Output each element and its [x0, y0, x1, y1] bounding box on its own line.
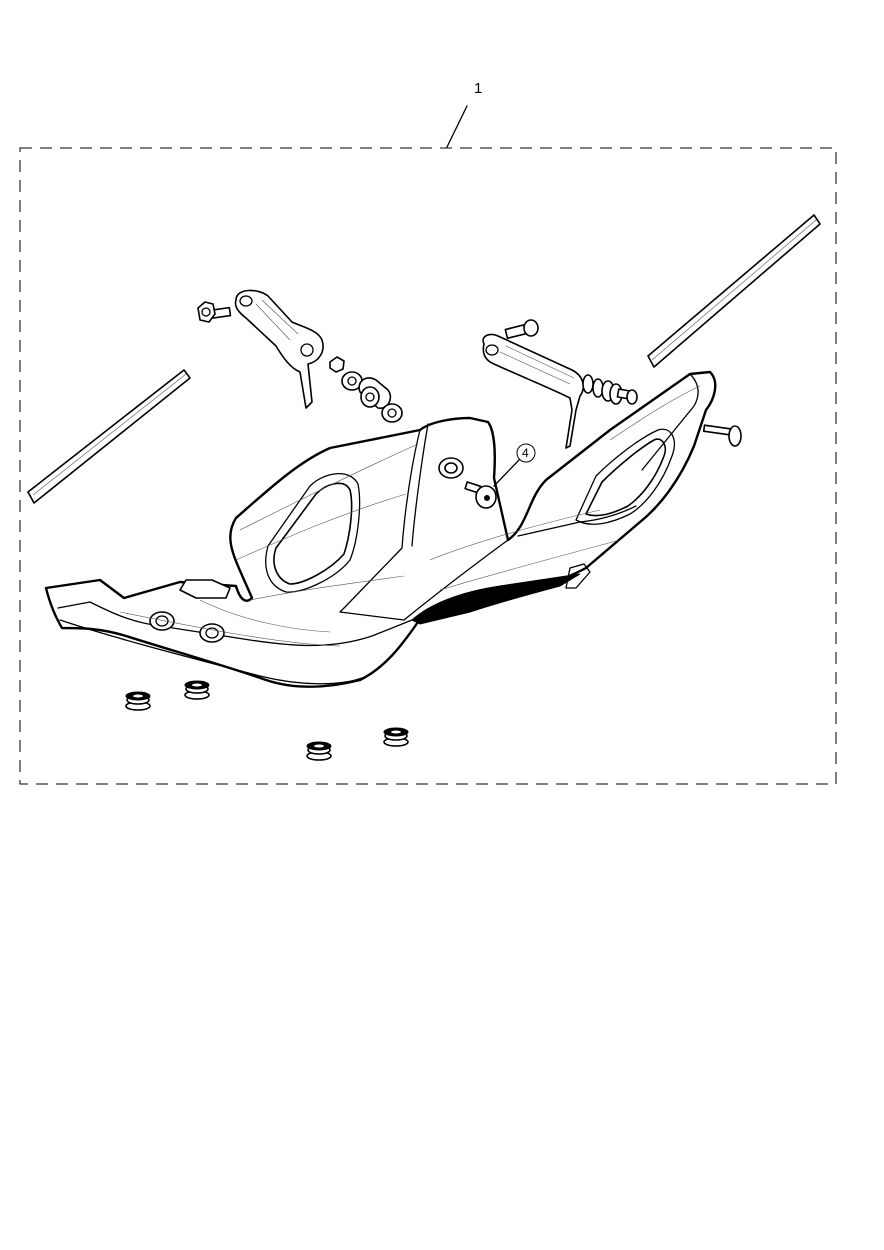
part-callout-label: 4: [522, 446, 529, 460]
kit-boundary: [19, 147, 837, 785]
part-callout-leader: [493, 459, 520, 487]
kit-callout-label: 1: [474, 80, 482, 97]
grommet-3[interactable]: [306, 741, 332, 761]
part-callout-circle: [516, 443, 536, 463]
kit-callout-leader: [446, 105, 468, 148]
kit-callout[interactable]: 1: [446, 80, 482, 148]
left-bracket[interactable]: [234, 289, 324, 409]
part-callout[interactable]: 4: [493, 443, 536, 487]
right-grommet-stack[interactable]: [582, 374, 638, 405]
grommet-4[interactable]: [383, 727, 409, 747]
skid-plate[interactable]: [44, 370, 717, 688]
left-mounting-bolt[interactable]: [197, 301, 232, 323]
side-rivet[interactable]: [702, 424, 742, 447]
stud-bolt[interactable]: [464, 481, 497, 509]
grommet-2[interactable]: [184, 680, 210, 700]
nut-and-washer-stack[interactable]: [329, 356, 403, 423]
left-rubber-strip[interactable]: [27, 369, 191, 504]
grommet-1[interactable]: [125, 691, 151, 711]
right-rubber-strip[interactable]: [647, 214, 821, 368]
right-bracket[interactable]: [482, 333, 585, 449]
right-mounting-bolt[interactable]: [504, 319, 539, 340]
